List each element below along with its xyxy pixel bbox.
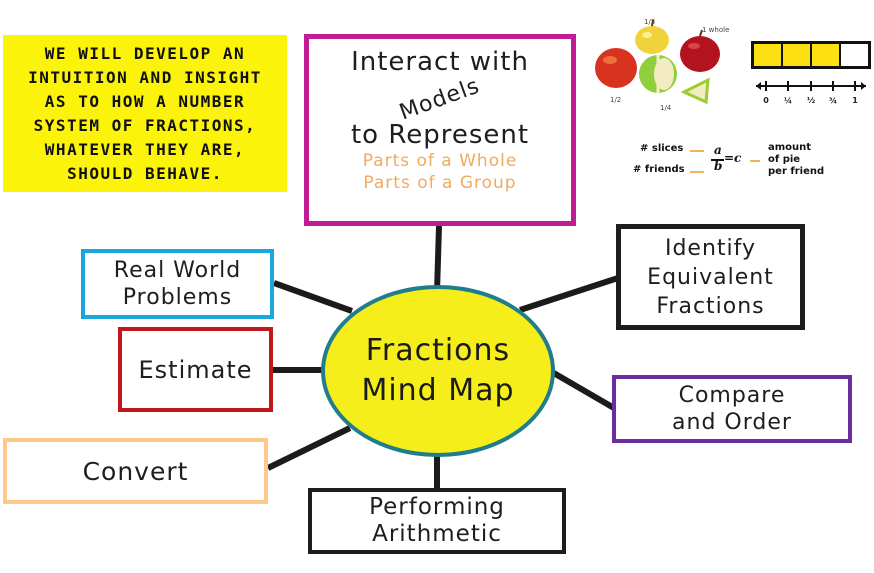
node-interact-with-models: Interact with Models to Represent Parts … — [304, 34, 576, 226]
tick-label-half: ½ — [806, 96, 816, 105]
apple-fractions-image: 1/3 1 whole 1/2 1/4 — [592, 18, 732, 114]
models-line-1: Interact with — [351, 47, 529, 77]
tick-label-quarter: ¼ — [783, 96, 793, 105]
models-sub-2: Parts of a Group — [363, 173, 517, 193]
models-line-3: to Represent — [350, 120, 530, 150]
connector-models — [434, 225, 442, 293]
center-line-1: Fractions — [365, 333, 511, 368]
equivalent-line-1: Identify — [664, 235, 757, 261]
tick-label-1: 1 — [852, 96, 858, 105]
number-line: 0 ¼ ½ ¾ 1 — [754, 76, 868, 106]
apple-label-whole: 1 whole — [702, 26, 730, 34]
strip-cell-shaded — [812, 44, 841, 66]
formula-result-line-1: amount — [768, 142, 812, 153]
formula-fraction-bar — [711, 159, 724, 161]
formula-dash-top — [690, 150, 704, 152]
connector-equivalent — [519, 275, 619, 313]
formula-denominator: b — [714, 159, 723, 173]
strip-cell-empty — [841, 44, 868, 66]
node-compare-and-order: Compare and Order — [612, 375, 852, 443]
strip-cell-shaded — [783, 44, 812, 66]
node-estimate: Estimate — [118, 327, 273, 412]
node-identify-equivalent-fractions: Identify Equivalent Fractions — [616, 224, 805, 330]
node-real-world-problems: Real World Problems — [81, 249, 274, 319]
node-performing-arithmetic: Performing Arithmetic — [308, 488, 566, 554]
formula-numerator: a — [714, 143, 722, 157]
compare-line-2: and Order — [672, 410, 792, 435]
strip-cell-shaded — [754, 44, 783, 66]
apple-label-half: 1/2 — [610, 96, 622, 104]
formula-dash-bottom — [690, 171, 704, 173]
formula-result-line-3: per friend — [768, 166, 825, 177]
arithmetic-line-2: Arithmetic — [372, 521, 502, 547]
center-node-fractions-mind-map: Fractions Mind Map — [321, 285, 555, 457]
pie-sharing-formula: # slices # friends a b =c amount of pie … — [630, 138, 870, 188]
apple-label-quarter: 1/4 — [660, 104, 672, 112]
compare-line-1: Compare — [678, 383, 786, 408]
intro-banner: WE WILL DEVELOP AN INTUITION AND INSIGHT… — [3, 35, 287, 192]
models-sub-1: Parts of a Whole — [362, 151, 518, 171]
equivalent-line-2: Equivalent — [647, 264, 774, 290]
arithmetic-line-1: Performing — [369, 494, 505, 520]
apple-label-third: 1/3 — [644, 18, 656, 26]
apples-icon — [595, 19, 720, 105]
node-convert: Convert — [3, 438, 268, 504]
connector-real-world — [272, 280, 354, 314]
number-line-axis — [756, 81, 866, 91]
estimate-label: Estimate — [138, 355, 253, 384]
convert-label: Convert — [82, 456, 189, 486]
tick-label-0: 0 — [763, 96, 769, 105]
formula-denominator-label: # friends — [633, 164, 685, 175]
formula-numerator-label: # slices — [640, 143, 684, 154]
center-line-2: Mind Map — [361, 373, 515, 408]
fraction-strip — [751, 41, 871, 69]
formula-dash-right — [750, 160, 760, 162]
models-line-2: Models — [396, 73, 484, 126]
intro-banner-text: WE WILL DEVELOP AN INTUITION AND INSIGHT… — [28, 43, 262, 183]
formula-result-line-2: of pie — [768, 154, 801, 165]
tick-label-three-quarters: ¾ — [828, 96, 838, 105]
real-world-line-1: Real World — [113, 258, 242, 283]
connector-convert — [266, 425, 352, 471]
connector-compare — [550, 369, 616, 411]
equivalent-line-3: Fractions — [656, 293, 765, 319]
formula-equals-c: =c — [724, 151, 742, 165]
real-world-line-2: Problems — [122, 285, 233, 310]
